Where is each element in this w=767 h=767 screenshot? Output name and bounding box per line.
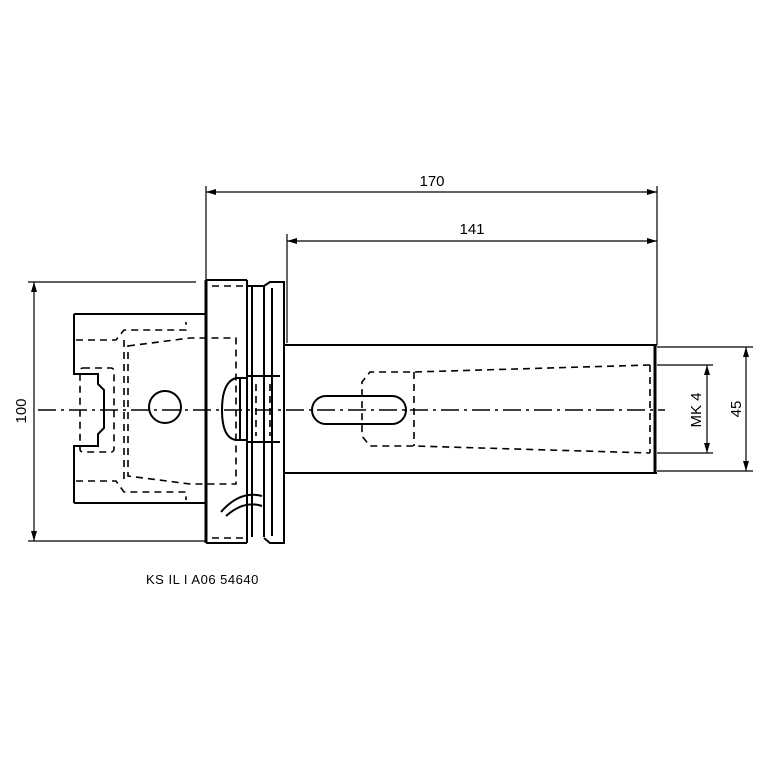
dimension-label-taper: MK 4: [688, 392, 705, 427]
dimension-taper: MK 4: [657, 364, 713, 454]
shank: [284, 344, 657, 474]
dimension-overall-length: 170: [205, 173, 658, 345]
coolant-hole-icon: [148, 390, 182, 424]
dimension-label-flange-diameter: 100: [13, 398, 30, 423]
hsk-head: [73, 313, 237, 504]
dimension-label-bore-diameter: 45: [728, 401, 745, 418]
flange: [204, 279, 285, 544]
drive-slot-icon: [311, 395, 407, 425]
dimension-shank-length: 141: [286, 221, 657, 343]
clamping-screw: [220, 375, 280, 443]
dimension-bore-diameter: 45: [657, 346, 753, 472]
dimension-label-shank-length: 141: [459, 221, 484, 238]
dimension-flange-diameter: 100: [13, 281, 206, 542]
part-number: KS IL I A06 54640: [146, 572, 259, 587]
dimension-label-overall-length: 170: [419, 173, 444, 190]
